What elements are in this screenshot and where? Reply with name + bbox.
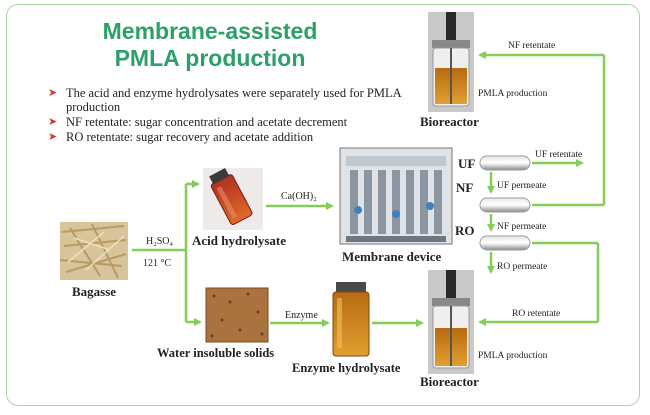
enzyme-hydrolysate-image: [332, 282, 370, 357]
node-ro: RO: [455, 223, 475, 238]
edge-uf-permeate: UF permeate: [497, 181, 546, 191]
bullet-arrow-icon: ➤: [48, 87, 58, 99]
edge-uf-retentate: UF retentate: [535, 150, 582, 160]
node-uf: UF: [458, 156, 475, 171]
acid-hydrolysate-image: [203, 167, 263, 230]
edge-h2so4: H₂SO₄: [146, 236, 173, 247]
node-enzyme-hydrolysate: Enzyme hydrolysate: [292, 361, 401, 375]
edge-enzyme: Enzyme: [285, 310, 318, 321]
bullet-arrow-icon: ➤: [48, 116, 58, 128]
edge-ro-permeate: RO permeate: [497, 262, 547, 272]
node-water-insoluble-solids: Water insoluble solids: [157, 346, 274, 360]
bioreactor-bottom-image: [428, 270, 474, 374]
bullet-item: ➤ RO retentate: sugar recovery and acetat…: [48, 130, 418, 144]
edge-ro-retentate: RO retentate: [512, 309, 560, 319]
node-acid-hydrolysate: Acid hydrolysate: [192, 233, 286, 248]
bullet-item: ➤ The acid and enzyme hydrolysates were s…: [48, 86, 418, 114]
flow-arrows: [132, 51, 606, 327]
bullet-text: RO retentate: sugar recovery and acetate…: [66, 130, 314, 144]
uf-pipe: [479, 155, 531, 171]
edge-pmla-bottom: PMLA production: [478, 351, 548, 361]
title-line-1: Membrane-assisted: [102, 18, 318, 44]
bullet-arrow-icon: ➤: [48, 131, 58, 143]
edge-caoh2: Ca(OH)₂: [281, 191, 317, 202]
node-bagasse: Bagasse: [72, 284, 116, 299]
membrane-device-image: [339, 147, 453, 245]
node-bioreactor-bottom: Bioreactor: [420, 374, 479, 389]
diagram-frame: [6, 4, 640, 406]
node-membrane-device: Membrane device: [342, 249, 442, 264]
bullet-list: ➤ The acid and enzyme hydrolysates were s…: [48, 86, 418, 145]
bullet-item: ➤ NF retentate: sugar concentration and a…: [48, 115, 418, 129]
bagasse-image: [59, 222, 128, 280]
diagram-title: Membrane-assisted PMLA production: [60, 18, 360, 72]
bioreactor-top-image: [428, 12, 474, 112]
bullet-text: The acid and enzyme hydrolysates were se…: [66, 86, 401, 114]
edge-nf-retentate: NF retentate: [508, 41, 555, 51]
node-bioreactor-top: Bioreactor: [420, 114, 479, 129]
edge-pmla-top: PMLA production: [478, 89, 548, 99]
edge-nf-permeate: NF permeate: [497, 222, 546, 232]
water-insoluble-solids-image: [205, 287, 269, 343]
nf-pipe: [479, 197, 531, 213]
edge-temperature: 121 °C: [143, 258, 171, 269]
bullet-text: NF retentate: sugar concentration and ac…: [66, 115, 348, 129]
ro-pipe: [479, 235, 531, 251]
node-nf: NF: [456, 180, 473, 195]
title-line-2: PMLA production: [114, 45, 306, 71]
